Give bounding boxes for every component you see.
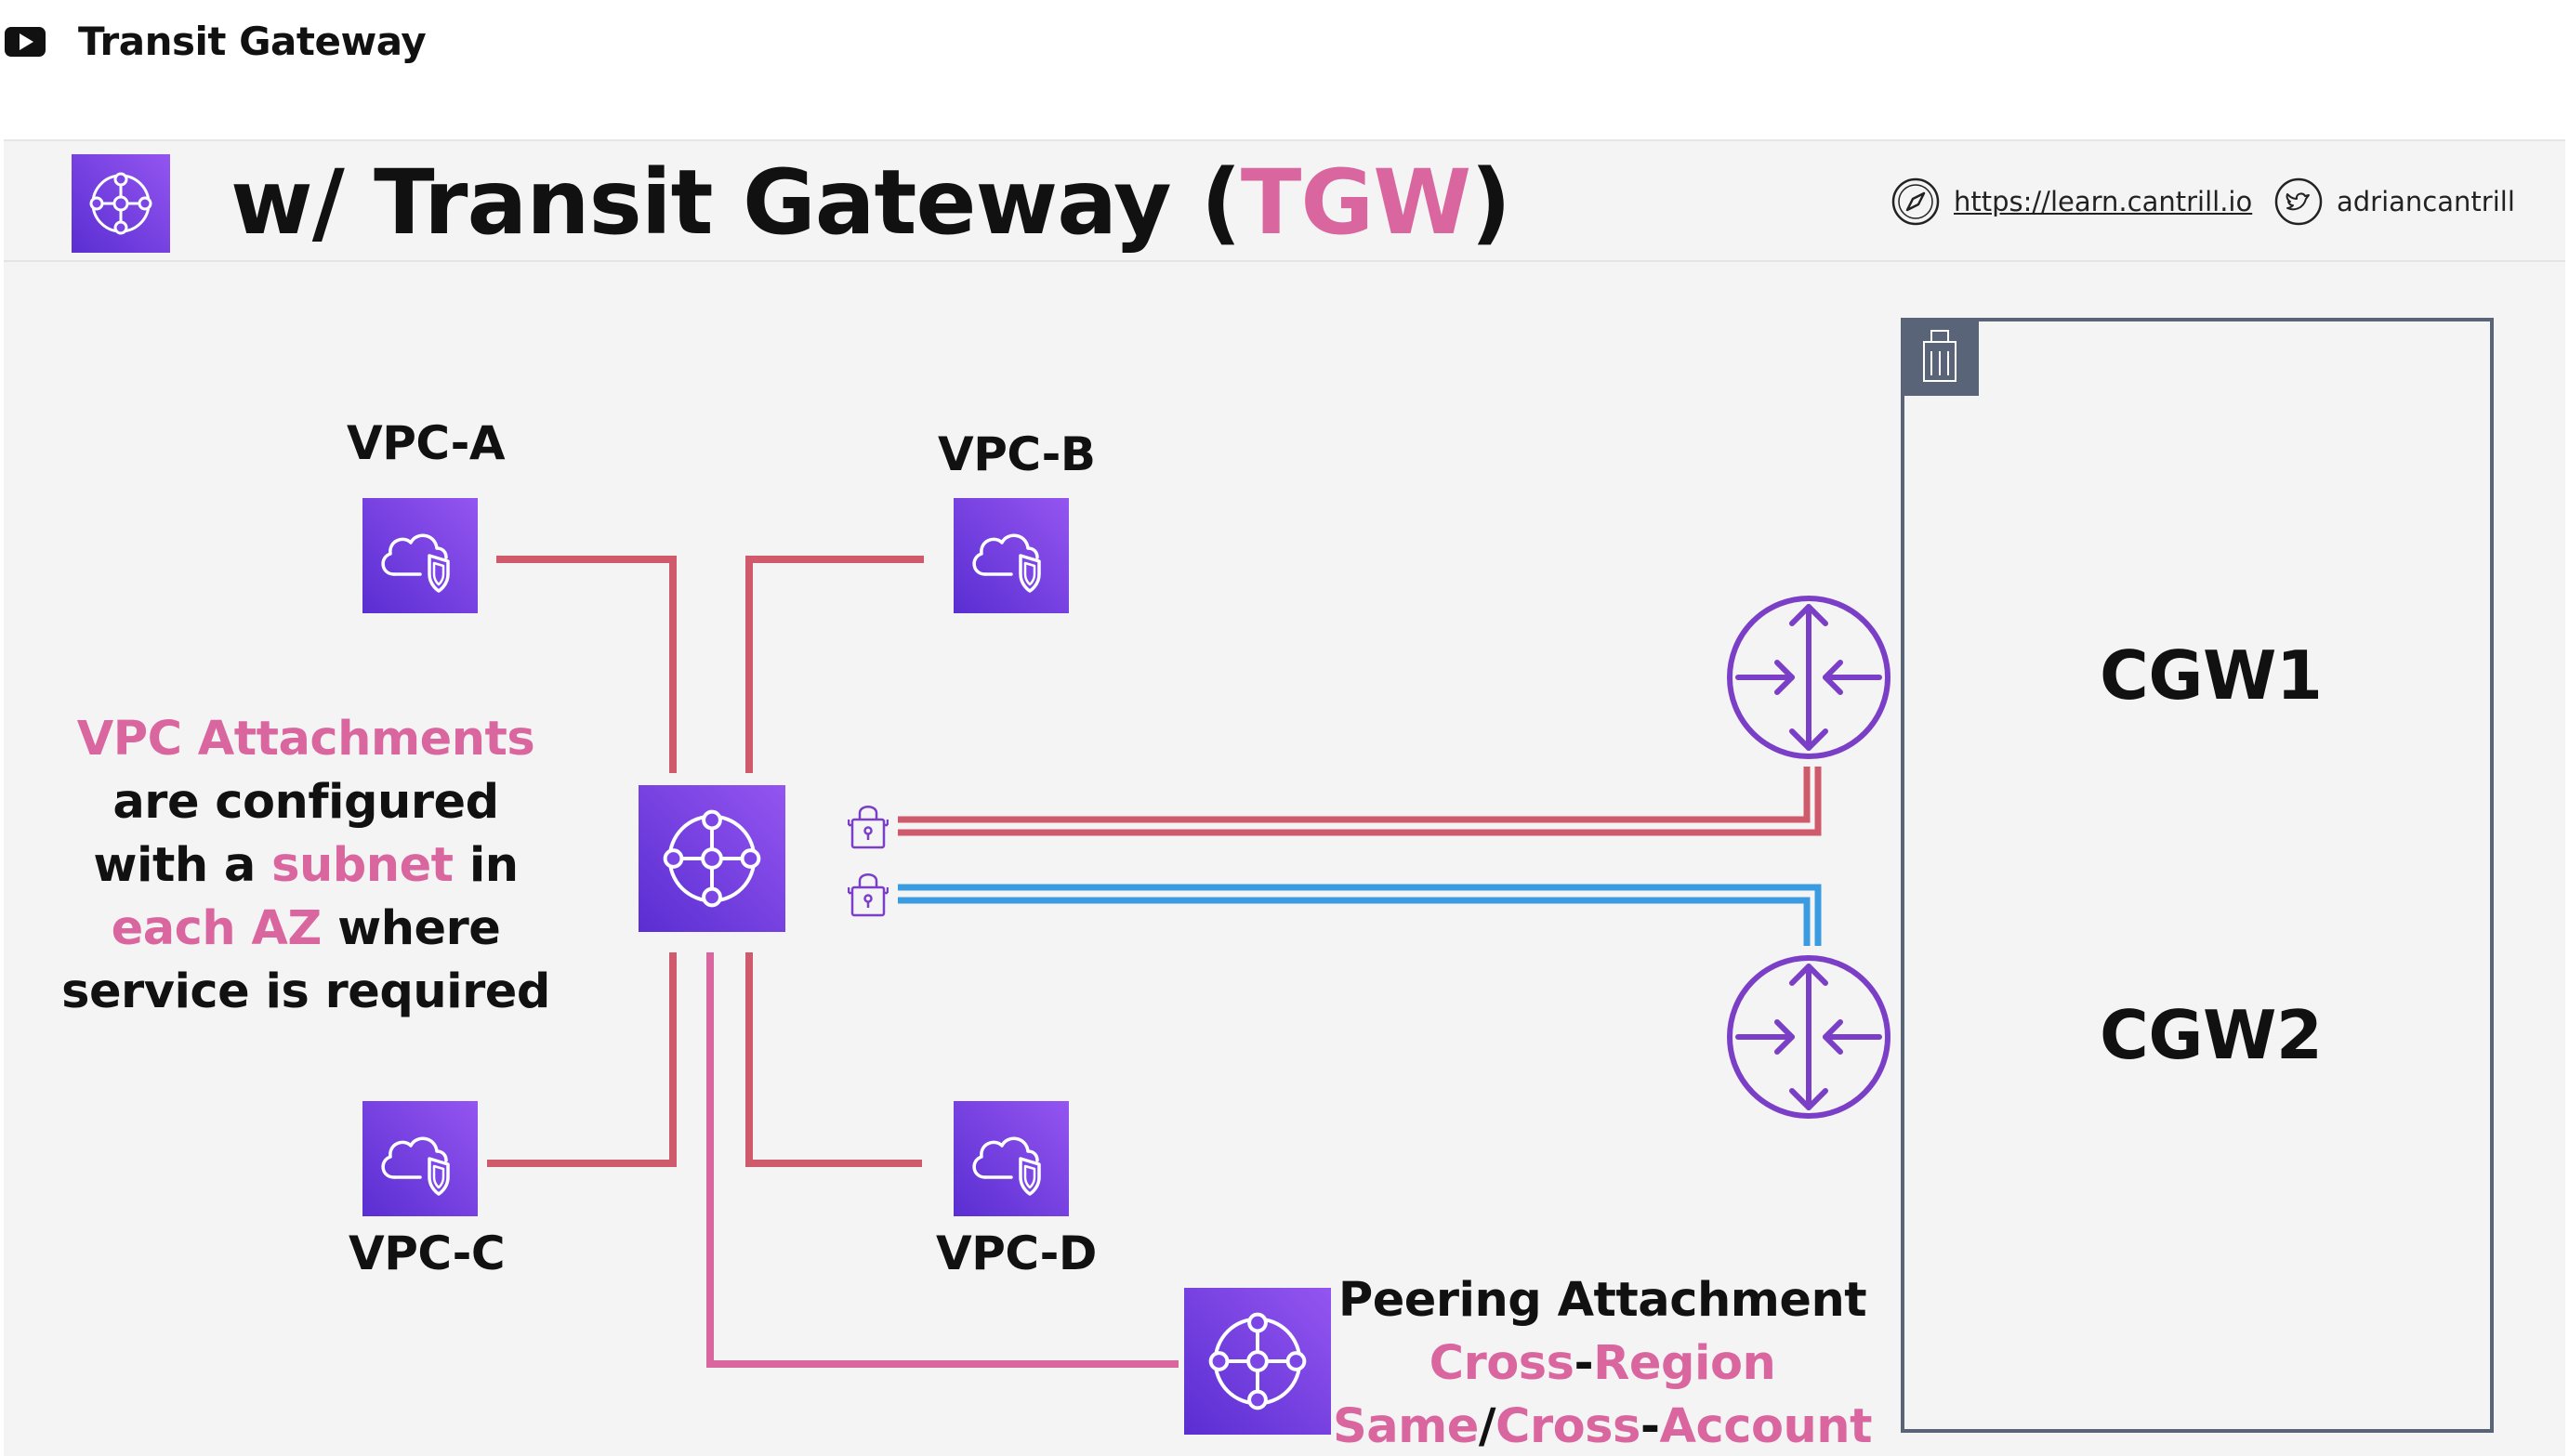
note-text: in (453, 838, 519, 893)
twitter-handle[interactable]: adriancantrill (2337, 186, 2515, 217)
note-highlight: Cross (1495, 1399, 1640, 1454)
note-highlight: subnet (271, 838, 454, 893)
vpn-lock-icon (848, 873, 889, 917)
note-line: Same/Cross-Account (1305, 1396, 1900, 1456)
note-highlight: Region (1593, 1336, 1776, 1391)
note-line: Peering Attachment (1337, 1273, 1867, 1328)
slide-title-prefix: w/ Transit Gateway ( (231, 151, 1242, 255)
link-peering (706, 952, 1179, 1368)
link-vpc-c (487, 952, 677, 1167)
slide-title-highlight: TGW (1240, 151, 1471, 255)
corporate-network-box (1901, 318, 2494, 1433)
course-url[interactable]: https://learn.cantrill.io (1954, 186, 2253, 217)
cgw2-label: CGW2 (2100, 996, 2323, 1074)
transit-gateway-icon (72, 154, 170, 253)
vpc-d-label: VPC-D (936, 1226, 1097, 1280)
slide-title: w/ Transit Gateway (TGW) (231, 151, 1511, 255)
slide-header: w/ Transit Gateway (TGW) https://learn.c… (4, 139, 2565, 262)
note-text: - (1574, 1336, 1594, 1391)
peering-attachment-note: Peering Attachment Cross-Region Same/Cro… (1305, 1269, 1900, 1456)
vpc-d-icon (954, 1101, 1069, 1216)
vpc-c-label: VPC-C (349, 1226, 506, 1280)
vpn-tunnel-cgw2 (898, 884, 1822, 946)
note-line: are configured (112, 775, 499, 830)
tgw-diagram (362, 318, 2494, 1435)
note-line: Cross-Region (1305, 1332, 1900, 1396)
vpc-b-icon (954, 498, 1069, 613)
link-vpc-a (496, 556, 677, 773)
play-button-icon[interactable] (4, 26, 46, 58)
video-title: Transit Gateway (78, 19, 427, 64)
cgw1-router-icon (1730, 598, 1888, 756)
note-line: each AZ where (46, 898, 566, 961)
note-line: with a subnet in (46, 834, 566, 898)
note-highlight: Cross (1429, 1336, 1574, 1391)
twitter-icon (2274, 177, 2323, 226)
corporate-building-icon (1903, 320, 1979, 396)
note-text: - (1640, 1399, 1660, 1454)
vpc-c-icon (362, 1101, 478, 1216)
link-vpc-b (745, 556, 924, 773)
note-highlight: Same (1332, 1399, 1479, 1454)
video-header: Transit Gateway (0, 0, 2569, 139)
vpc-attachments-note: VPC Attachments are configured with a su… (46, 708, 566, 1024)
note-line: service is required (61, 964, 550, 1019)
vpc-a-icon (362, 498, 478, 613)
cgw2-router-icon (1730, 958, 1888, 1116)
vpn-lock-icon (848, 806, 889, 849)
note-highlight: each AZ (111, 901, 323, 956)
cgw1-label: CGW1 (2100, 636, 2323, 715)
vpc-attachment-links (487, 556, 924, 1167)
note-text: where (321, 901, 501, 956)
slide-title-suffix: ) (1470, 151, 1511, 255)
vpc-b-label: VPC-B (938, 427, 1096, 481)
note-line: VPC Attachments (76, 712, 535, 767)
course-link[interactable]: https://learn.cantrill.io (1891, 177, 2252, 227)
note-highlight: Account (1659, 1399, 1873, 1454)
vpc-a-label: VPC-A (347, 416, 506, 470)
transit-gateway-icon (639, 785, 785, 932)
link-vpc-d (745, 952, 922, 1167)
note-text: / (1478, 1399, 1496, 1454)
slide: w/ Transit Gateway (TGW) https://learn.c… (4, 139, 2565, 1456)
compass-icon (1891, 177, 1940, 226)
vpn-tunnel-cgw1 (898, 767, 1822, 836)
note-text: with a (93, 838, 272, 893)
twitter-link[interactable]: adriancantrill (2273, 177, 2515, 227)
